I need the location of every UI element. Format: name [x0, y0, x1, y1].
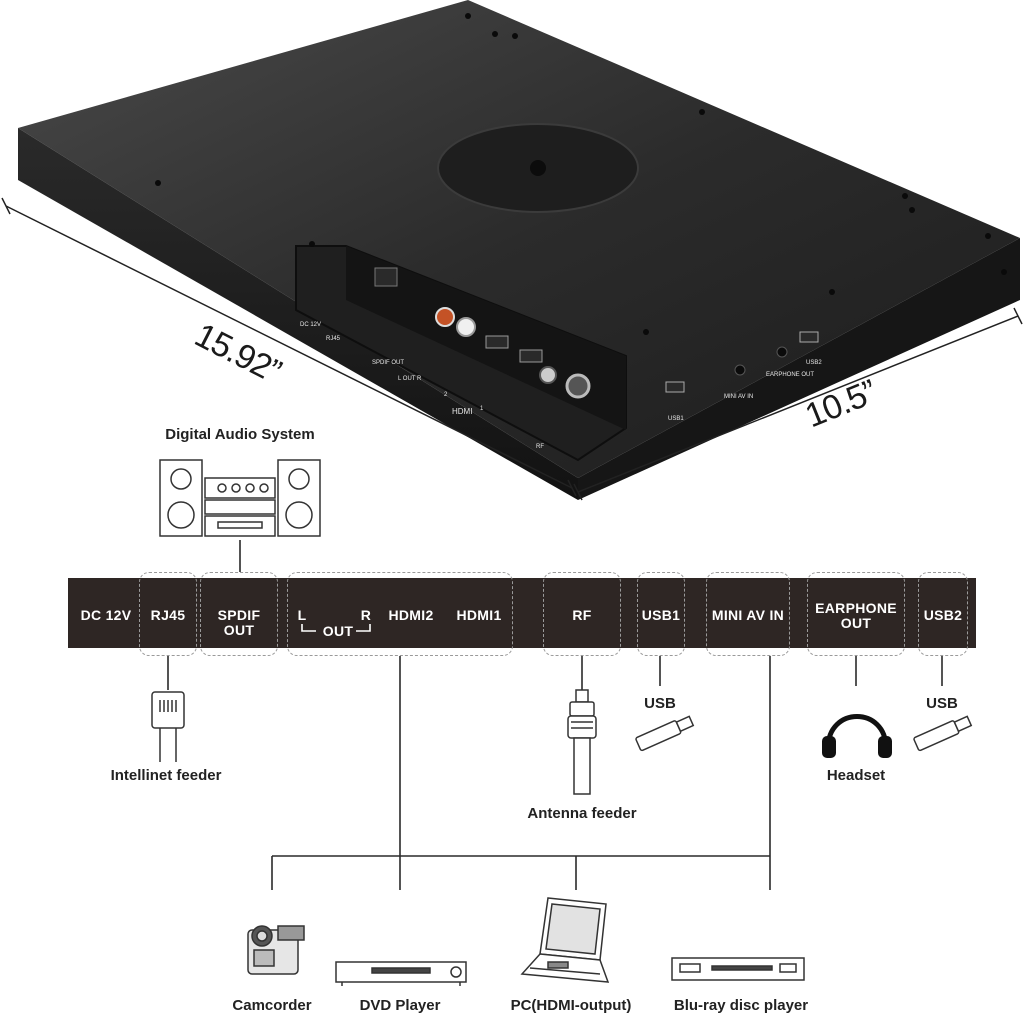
headset-label: Headset [826, 767, 886, 784]
port-rj45-label: RJ45 [150, 606, 186, 623]
panel-connectors [374, 267, 819, 399]
usb1-group-box [637, 572, 685, 656]
port-usb2: USB2 [919, 606, 967, 624]
panel-label-dc: DC 12V [300, 322, 321, 328]
port-usb2-label: USB2 [923, 606, 963, 623]
port-rf-label: RF [572, 606, 592, 623]
port-out-label: OUT [322, 622, 354, 639]
port-out-l: L [296, 606, 308, 624]
mount-center [530, 160, 546, 176]
connection-lines [167, 540, 943, 890]
panel-label-rj45: RJ45 [326, 336, 341, 342]
hdmi-out-group-box [287, 572, 513, 656]
intellinet-feeder-label: Intellinet feeder [110, 767, 222, 784]
camcorder-icon [247, 925, 305, 975]
screws [155, 13, 1007, 335]
mini-av-group-box [706, 572, 790, 656]
panel-label-hdmi-2: 2 [444, 392, 448, 398]
port-dc12v-label: DC 12V [80, 606, 132, 623]
port-strip [68, 578, 976, 648]
spdif-group-box [200, 572, 278, 656]
rj45-group-box [139, 572, 197, 656]
port-rf: RF [545, 606, 619, 624]
usb-label-b: USB [926, 695, 958, 712]
bluray-player-label: Blu-ray disc player [673, 997, 809, 1014]
port-spdif-line2: OUT [223, 622, 255, 638]
dvd-player-label: DVD Player [359, 997, 441, 1014]
rj45-plug-icon [151, 691, 185, 762]
rf-group-box [543, 572, 621, 656]
usb2-group-box [918, 572, 968, 656]
port-hdmi1-label: HDMI1 [456, 606, 502, 623]
dvd-player-icon [335, 961, 467, 986]
bluray-player-icon [671, 957, 805, 981]
port-earphone-line2: OUT [840, 615, 872, 631]
panel-label-mini-av: MINI AV IN [724, 394, 753, 400]
out-bracket [301, 624, 371, 632]
usb-stick-icon-a [635, 715, 695, 752]
port-usb1: USB1 [638, 606, 684, 624]
panel-label-usb2: USB2 [806, 360, 822, 366]
device-top-face [18, 0, 1020, 478]
port-mini-av-in: MINI AV IN [707, 606, 789, 624]
usb-stick-icon-b [913, 715, 973, 752]
laptop-icon [520, 897, 610, 983]
headset-icon [822, 714, 892, 758]
speaker-system-icon [159, 459, 321, 537]
port-rj45: RJ45 [140, 606, 196, 624]
panel-label-usb1: USB1 [668, 416, 684, 422]
port-dc12v: DC 12V [74, 606, 138, 624]
camcorder-label: Camcorder [232, 997, 312, 1014]
panel-label-out: L OUT R [398, 376, 422, 382]
panel-label-spdif: SPDIF OUT [372, 360, 404, 366]
usb-label-a: USB [644, 695, 676, 712]
port-usb1-label: USB1 [641, 606, 681, 623]
panel-label-earphone: EARPHONE OUT [766, 372, 814, 378]
pc-hdmi-output-label: PC(HDMI-output) [510, 997, 632, 1014]
port-out-r-label: R [360, 606, 372, 623]
port-hdmi1: HDMI1 [450, 606, 508, 624]
device-right-side [578, 238, 1020, 500]
port-hdmi2-label: HDMI2 [388, 606, 434, 623]
earphone-group-box [807, 572, 905, 656]
device-front-side [18, 128, 578, 500]
panel-label-hdmi: HDMI [452, 407, 472, 416]
port-mini-av-in-label: MINI AV IN [711, 606, 785, 623]
port-hdmi2: HDMI2 [382, 606, 440, 624]
antenna-connector-icon [567, 689, 597, 795]
port-spdif-line1: SPDIF [217, 607, 261, 623]
dimension-lines [1, 197, 1023, 501]
panel-label-rf: RF [536, 444, 544, 450]
port-out: OUT [318, 622, 358, 640]
port-out-l-label: L [297, 606, 307, 623]
port-spdif-out: SPDIF OUT [201, 606, 277, 640]
port-earphone-line1: EARPHONE [815, 600, 897, 616]
port-earphone-out: EARPHONE OUT [808, 599, 904, 633]
antenna-feeder-label: Antenna feeder [527, 805, 637, 822]
digital-audio-system-label: Digital Audio System [165, 426, 315, 443]
panel-label-hdmi-1: 1 [480, 406, 484, 412]
port-out-r: R [360, 606, 372, 624]
